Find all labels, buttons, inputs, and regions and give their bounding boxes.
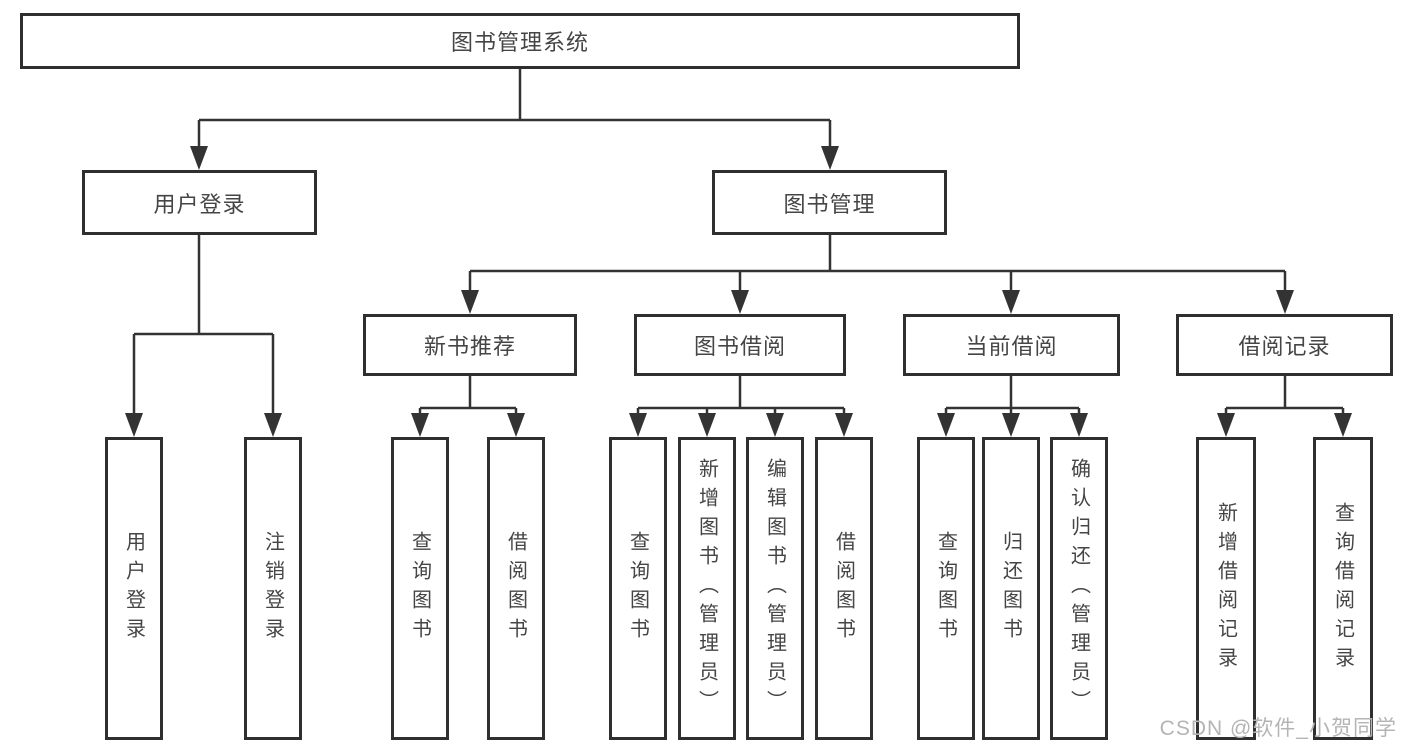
leaf-query-borrow-record: 查询借阅记录 — [1313, 437, 1373, 740]
leaf-add-book-admin: 新增图书（管理员） — [678, 437, 736, 740]
node-current-borrow: 当前借阅 — [903, 314, 1120, 376]
leaf-query-borrow-record-label: 查询借阅记录 — [1331, 501, 1354, 676]
leaf-return-book-label: 归还图书 — [999, 530, 1022, 647]
leaf-query-books-current-label: 查询图书 — [934, 530, 957, 647]
arrowheads — [125, 146, 1352, 437]
leaf-user-login: 用户登录 — [105, 437, 163, 740]
leaf-add-borrow-record: 新增借阅记录 — [1196, 437, 1256, 740]
leaf-edit-book-admin-label: 编辑图书（管理员） — [763, 458, 786, 719]
leaf-query-books-borrow-label: 查询图书 — [626, 530, 649, 647]
leaf-borrow-books-recommend-label: 借阅图书 — [504, 530, 527, 647]
node-user-login-group: 用户登录 — [82, 170, 317, 235]
leaf-borrow-books-recommend: 借阅图书 — [487, 437, 545, 740]
leaf-logout-label: 注销登录 — [261, 530, 284, 647]
leaf-query-books-current: 查询图书 — [917, 437, 975, 740]
leaf-user-login-label: 用户登录 — [122, 530, 145, 647]
leaf-query-books-recommend: 查询图书 — [391, 437, 449, 740]
leaf-add-book-admin-label: 新增图书（管理员） — [695, 458, 718, 719]
leaf-add-borrow-record-label: 新增借阅记录 — [1214, 501, 1237, 676]
leaf-borrow-books-label: 借阅图书 — [832, 530, 855, 647]
leaf-confirm-return-admin-label: 确认归还（管理员） — [1067, 458, 1090, 719]
leaf-confirm-return-admin: 确认归还（管理员） — [1050, 437, 1108, 740]
leaf-query-books-recommend-label: 查询图书 — [408, 530, 431, 647]
node-borrow-records: 借阅记录 — [1176, 314, 1393, 376]
leaf-edit-book-admin: 编辑图书（管理员） — [746, 437, 804, 740]
node-book-borrow: 图书借阅 — [634, 314, 846, 376]
leaf-logout: 注销登录 — [244, 437, 302, 740]
node-book-management: 图书管理 — [712, 170, 947, 235]
leaf-return-book: 归还图书 — [982, 437, 1040, 740]
node-new-book-recommend: 新书推荐 — [363, 314, 577, 376]
node-library-system: 图书管理系统 — [20, 13, 1020, 69]
leaf-query-books-borrow: 查询图书 — [609, 437, 667, 740]
leaf-borrow-books: 借阅图书 — [815, 437, 873, 740]
